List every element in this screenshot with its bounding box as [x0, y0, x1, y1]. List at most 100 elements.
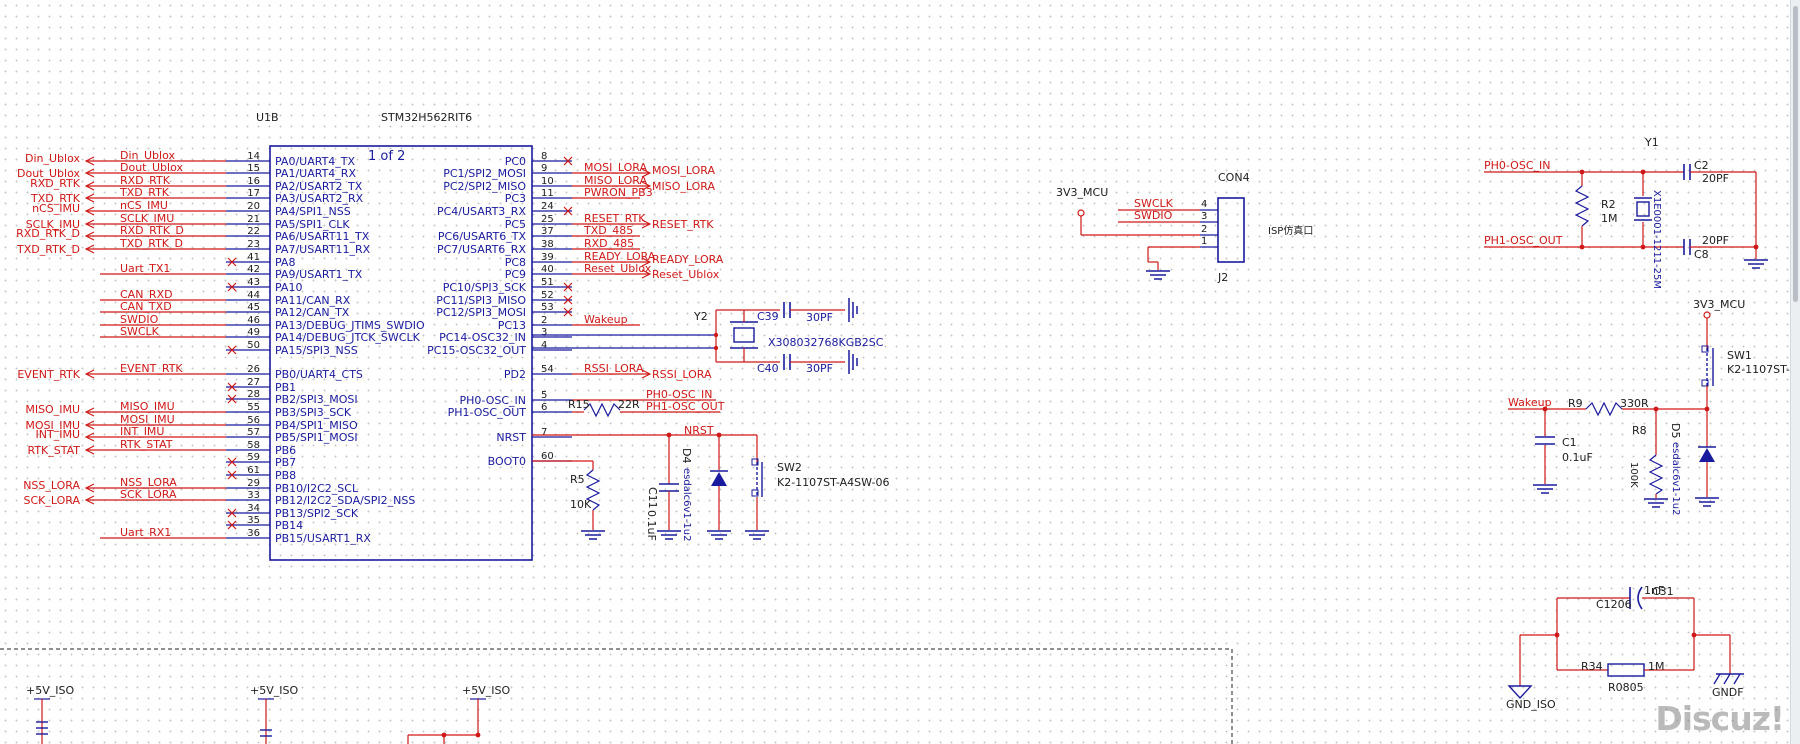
- mcu-pin-name: PA2/USART2_TX: [275, 180, 363, 193]
- mcu-pin-name: PC3: [505, 192, 526, 205]
- c8-val: 20PF: [1702, 234, 1729, 247]
- left-port-label: nCS_IMU: [32, 202, 80, 215]
- mcu-pin-name: PA1/UART4_RX: [275, 167, 356, 180]
- c1-ref: C1: [1562, 436, 1577, 449]
- left-net-label: SCLK_IMU: [120, 212, 174, 225]
- mcu-u1b[interactable]: U1B STM32H562RIT6 1 of 2: [256, 111, 533, 561]
- mcu-pin-name: PC13: [498, 319, 526, 332]
- mcu-pin-name: PC8: [505, 256, 526, 269]
- ground-link-circuit[interactable]: C31 1nF C1206 R34 1M R0805 GND_ISO GNDF: [1506, 584, 1744, 711]
- mcu-pin-name: PC2/SPI2_MISO: [443, 180, 526, 193]
- mcu-pin-number: 29: [247, 478, 260, 489]
- boot0-circuit[interactable]: R5 10K: [532, 460, 606, 540]
- left-net-label: nCS_IMU: [120, 199, 168, 212]
- c8-ref: C8: [1694, 248, 1709, 261]
- left-net-label: RXD_RTK: [120, 174, 171, 187]
- mcu-pin-name: PC9: [505, 268, 526, 281]
- c39-val: 30PF: [806, 311, 833, 324]
- mcu-pin-number: 42: [247, 264, 260, 275]
- hse-in-net: PH0-OSC_IN: [1484, 159, 1550, 172]
- mcu-pin-number: 51: [541, 277, 554, 288]
- mcu-pin-number: 20: [247, 201, 260, 212]
- isp-supply: 3V3_MCU: [1056, 186, 1108, 199]
- mcu-pin-number: 11: [541, 188, 554, 199]
- off-sheet-port: [641, 219, 652, 229]
- right-port-label: MISO_LORA: [652, 180, 715, 193]
- gnd-iso-label: GND_ISO: [1506, 698, 1556, 711]
- r15-resistor[interactable]: R15 22R: [568, 398, 640, 418]
- mcu-pin-name: PB0/UART4_CTS: [275, 368, 363, 381]
- mcu-pin-number: 58: [247, 440, 260, 451]
- c11-ref: C11: [646, 487, 659, 509]
- mcu-pin-number: 57: [247, 427, 260, 438]
- isp-ref: CON4: [1218, 171, 1250, 184]
- off-sheet-port: [84, 445, 95, 455]
- mcu-section: 1 of 2: [368, 149, 405, 164]
- mcu-pin-number: 52: [541, 290, 554, 301]
- scrollbar-thumb[interactable]: [1793, 6, 1798, 302]
- c2-ref: C2: [1694, 159, 1709, 172]
- mcu-pin-number: 35: [247, 515, 260, 526]
- mcu-pin-number: 25: [541, 214, 554, 225]
- mcu-pin-number: 37: [541, 226, 554, 237]
- mcu-pin-number: 38: [541, 239, 554, 250]
- con4-body: [1217, 197, 1245, 263]
- hse-out-net: PH1-OSC_OUT: [1484, 234, 1563, 247]
- left-net-label: TXD_RTK_D: [119, 237, 183, 250]
- isp-swdio: SWDIO: [1134, 209, 1173, 222]
- supply-3: +5V_ISO: [462, 684, 510, 697]
- mcu-pin-name: PB1: [275, 381, 296, 394]
- right-port-label: READY_LORA: [652, 253, 724, 266]
- mcu-pin-name: PB10/I2C2_SCL: [275, 482, 359, 495]
- d4-part: esdalc6v1-1u2: [681, 468, 692, 541]
- mcu-pin-name: PB8: [275, 469, 296, 482]
- left-port-label: SCK_LORA: [24, 494, 81, 507]
- mcu-pin-name: PA5/SPI1_CLK: [275, 218, 350, 231]
- mcu-pin-number: 6: [541, 402, 547, 413]
- left-port-label: MOSI_IMU: [25, 419, 80, 432]
- mcu-pin-number: 2: [541, 315, 547, 326]
- mcu-pin-number: 22: [247, 226, 260, 237]
- isp-connector[interactable]: 3V3_MCU CON4 J2 ISP仿真口 SWCLK SWDIO 4 3 2: [1056, 171, 1313, 284]
- off-sheet-port: [84, 407, 95, 417]
- left-net-label: RTK_STAT: [120, 438, 173, 451]
- mcu-pin-number: 16: [247, 176, 260, 187]
- mcu-pin-name: PA6/USART11_TX: [275, 230, 370, 243]
- mcu-pin-number: 53: [541, 302, 554, 313]
- off-sheet-port: [84, 156, 95, 166]
- right-port-label: Reset_Ublox: [652, 268, 720, 281]
- off-sheet-port: [84, 244, 95, 254]
- mcu-part: STM32H562RIT6: [381, 111, 472, 124]
- off-sheet-port: [84, 219, 95, 229]
- left-port-label: TXD_RTK_D: [16, 243, 80, 256]
- isp-pin2: 2: [1201, 224, 1207, 235]
- crystal-32k-circuit[interactable]: Y2 X308032768KGB2SC C39 30PF C40 30PF: [532, 297, 884, 375]
- isp-swclk: SWCLK: [1134, 197, 1174, 210]
- vertical-scrollbar[interactable]: [1790, 0, 1800, 744]
- mcu-pin-name: PB12/I2C2_SDA/SPI2_NSS: [275, 494, 415, 507]
- mcu-pin-number: 56: [247, 415, 260, 426]
- mcu-pin-number: 23: [247, 239, 260, 250]
- left-port-label: TXD_RTK: [30, 192, 81, 205]
- mcu-pin-number: 5: [541, 390, 547, 401]
- nrst-circuit[interactable]: C11 0.1uF D4 esdalc6v1-1u2 SW2 K2-1107ST…: [532, 432, 890, 542]
- left-port-label: Din_Ublox: [25, 152, 80, 165]
- mcu-pin-number: 44: [247, 290, 260, 301]
- r5-ref: R5: [570, 473, 585, 486]
- d5-part: esdalc6v1-1u2: [1670, 442, 1681, 515]
- wakeup-circuit[interactable]: 3V3_MCU SW1 K2-1107ST- Wakeup R9 330R C1…: [1508, 298, 1790, 515]
- mcu-pin-name: PC4/USART3_RX: [437, 205, 526, 218]
- mcu-pin-name: PA14/DEBUG_JTCK_SWCLK: [275, 331, 421, 344]
- r34-pkg: R0805: [1608, 681, 1644, 694]
- left-net-label: MISO_IMU: [120, 400, 175, 413]
- mcu-pin-name: PB15/USART1_RX: [275, 532, 371, 545]
- mcu-pin-name: PC0: [505, 155, 526, 168]
- mcu-pin-name: NRST: [496, 431, 526, 444]
- hse-crystal-circuit[interactable]: Y1 PH0-OSC_IN PH1-OSC_OUT R2 1M X1E0001-…: [1484, 136, 1769, 289]
- c40-val: 30PF: [806, 362, 833, 375]
- mcu-pin-name: PC14-OSC32_IN: [439, 331, 526, 344]
- power-section[interactable]: +5V_ISO +5V_ISO +5V_ISO: [0, 648, 1233, 744]
